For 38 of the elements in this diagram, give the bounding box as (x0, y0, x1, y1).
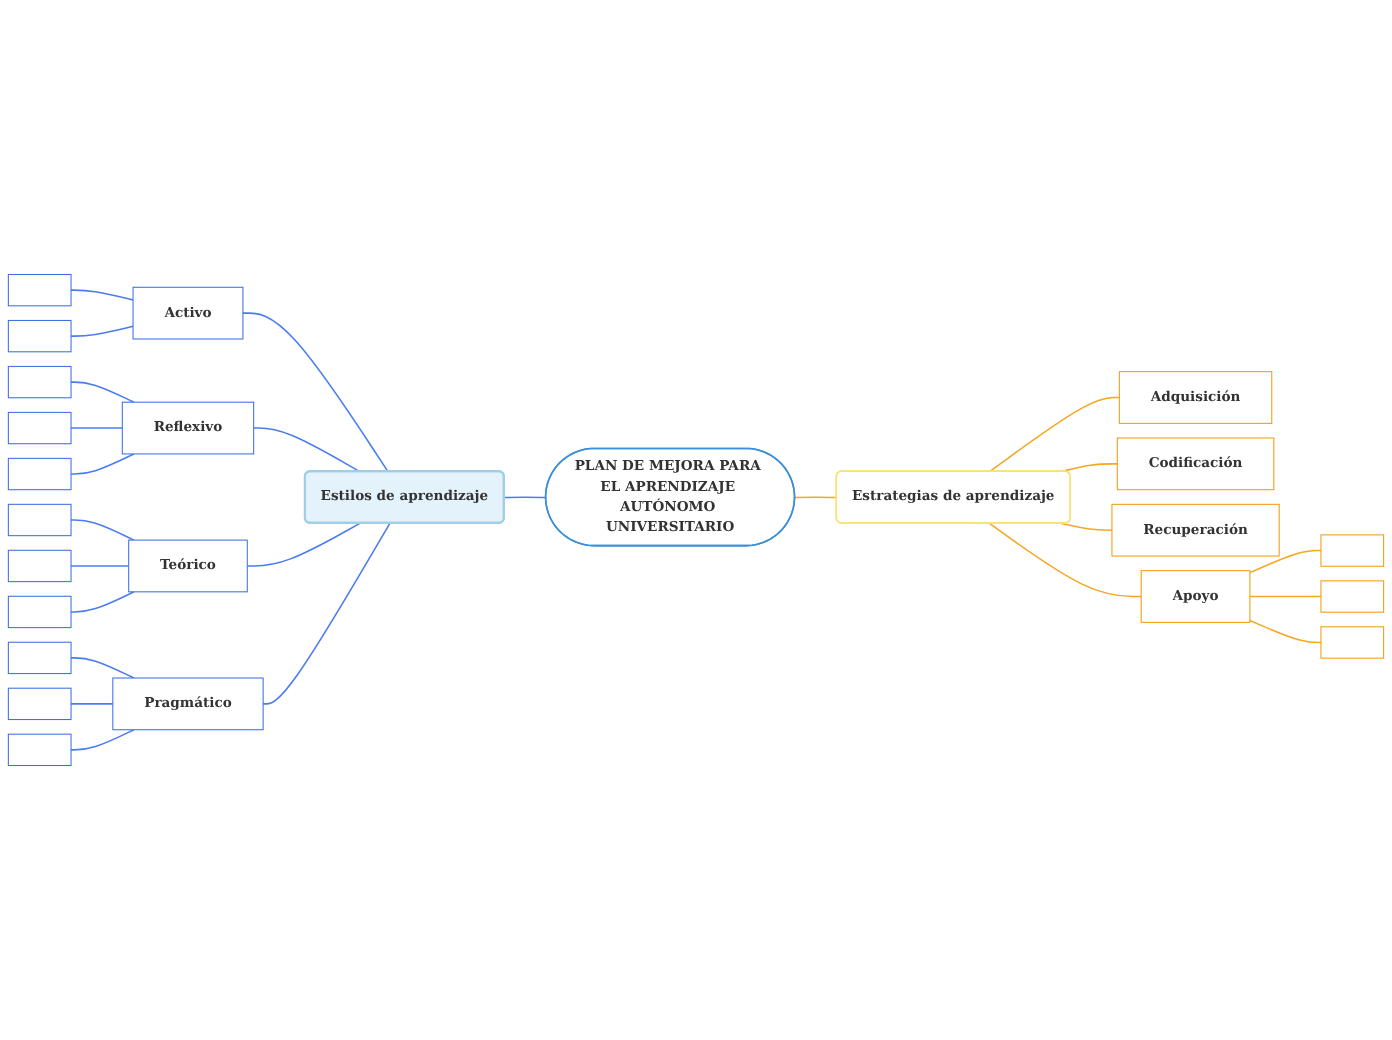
connector (70, 657, 135, 679)
connector (1249, 619, 1322, 644)
connector (503, 496, 547, 499)
connector (70, 728, 135, 751)
connector (1249, 549, 1322, 574)
node-box (1320, 534, 1385, 567)
connector (988, 396, 1121, 473)
node-box (7, 595, 72, 629)
connector (262, 522, 391, 705)
node-box (1320, 626, 1385, 659)
connector (1060, 522, 1113, 531)
connector (252, 427, 361, 473)
connector (70, 565, 130, 567)
connector (70, 325, 134, 337)
connector (794, 496, 838, 499)
connector (70, 427, 124, 429)
connector (70, 703, 114, 705)
connector (70, 289, 134, 301)
connector (242, 312, 389, 473)
connector (70, 453, 135, 475)
connector (988, 522, 1142, 598)
connector (70, 519, 135, 541)
node-box (7, 319, 72, 353)
connector (1249, 595, 1322, 598)
node-box (7, 641, 72, 675)
node-box (7, 687, 72, 721)
node-box (7, 365, 72, 399)
node-box (7, 273, 72, 307)
connector (70, 381, 135, 403)
node-box (1320, 580, 1385, 613)
node-box (7, 733, 72, 767)
connector (70, 591, 135, 613)
node-box (7, 503, 72, 537)
node-box (7, 549, 72, 583)
connector (1060, 463, 1119, 473)
connector (246, 522, 361, 567)
node-box (7, 457, 72, 491)
node-box (7, 411, 72, 445)
